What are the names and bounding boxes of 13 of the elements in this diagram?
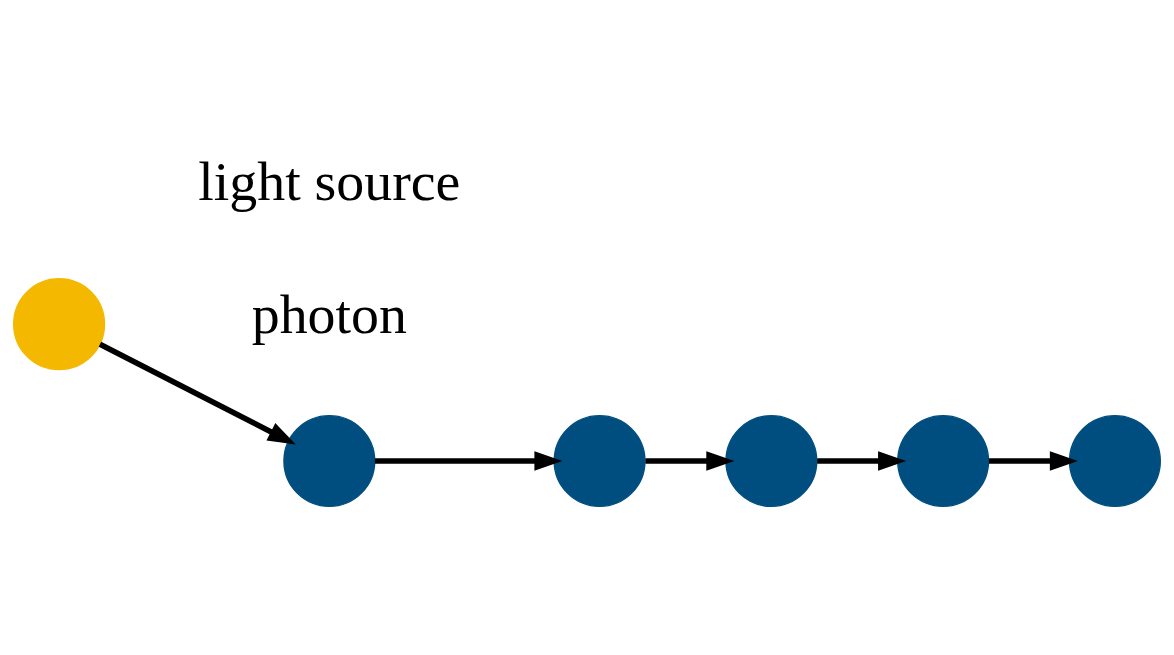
arrow [98, 341, 296, 445]
node-circle [283, 414, 376, 507]
arrow [374, 450, 563, 471]
node-circle [897, 414, 990, 507]
arrow [988, 450, 1078, 471]
node-circle [13, 277, 106, 370]
arrow [817, 450, 907, 471]
arrow [645, 450, 735, 471]
node-circle [725, 414, 818, 507]
node-circle [1068, 414, 1161, 507]
label: light source [198, 149, 461, 212]
label: photon [251, 282, 407, 345]
node-circle [553, 414, 646, 507]
